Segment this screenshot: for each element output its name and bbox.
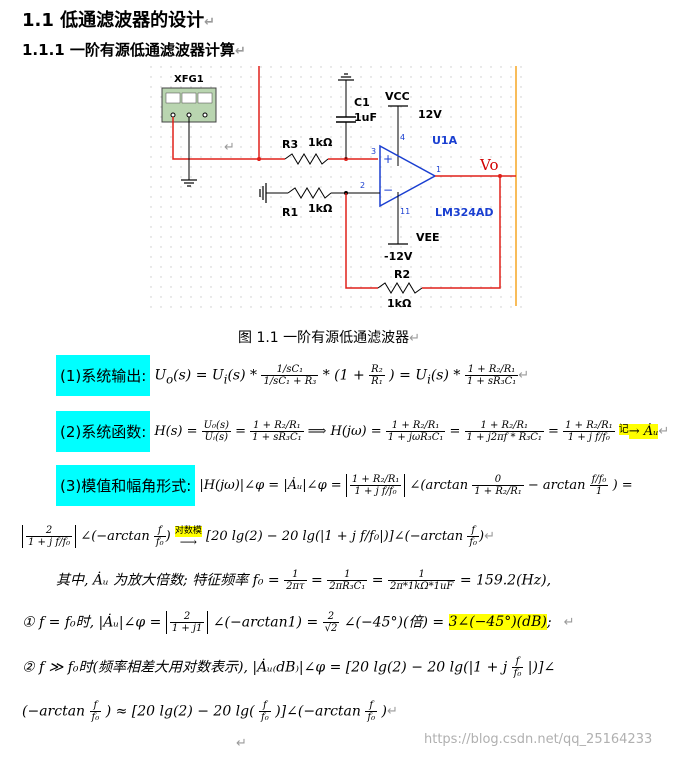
svg-text:Vo: Vo: [479, 156, 499, 174]
svg-text:12V: 12V: [418, 108, 442, 121]
heading-1: 1.1 低通滤波器的设计↵: [22, 10, 216, 31]
circuit-diagram: XFG1 R3 1kΩ C1 1uF VCC 12V 4 U1A + − 3 2…: [150, 66, 530, 316]
watermark: https://blog.csdn.net/qq_25164233: [424, 732, 653, 747]
label-magnitude-angle: (3)模值和幅角形式:: [56, 464, 196, 506]
equation-magnitude-angle: (3)模值和幅角形式: |H(jω)|∠φ = |Ȧᵤ|∠φ = 1 + R₂/…: [56, 462, 633, 508]
svg-text:1uF: 1uF: [354, 111, 377, 124]
svg-text:1kΩ: 1kΩ: [387, 297, 412, 310]
svg-text:VCC: VCC: [385, 90, 410, 103]
svg-text:+: +: [383, 152, 393, 166]
equation-case-2: ② f ≫ f₀时(频率相差大用对数表示), |Ȧᵤ₍dB₎|∠φ = [20 …: [22, 655, 556, 679]
svg-text:R2: R2: [394, 268, 410, 281]
svg-text:-12V: -12V: [384, 250, 413, 263]
svg-text:VEE: VEE: [416, 231, 440, 244]
svg-text:11: 11: [400, 207, 410, 216]
svg-text:1kΩ: 1kΩ: [308, 136, 333, 149]
label-system-function: (2)系统函数:: [56, 410, 151, 452]
heading-2: 1.1.1 一阶有源低通滤波器计算↵: [22, 41, 246, 59]
svg-text:1kΩ: 1kΩ: [308, 202, 333, 215]
svg-text:4: 4: [400, 133, 405, 142]
svg-text:R3: R3: [282, 138, 298, 151]
xfg-label: XFG1: [174, 74, 204, 85]
function-generator: XFG1: [161, 74, 217, 123]
label-system-output: (1)系统输出:: [56, 354, 151, 396]
svg-text:1: 1: [436, 165, 441, 174]
highlight-result: 3∠(−45°)(dB): [448, 614, 547, 630]
svg-text:2: 2: [360, 181, 365, 190]
svg-text:C1: C1: [354, 96, 370, 109]
svg-text:U1A: U1A: [432, 134, 458, 147]
svg-text:R1: R1: [282, 206, 298, 219]
return-mark-end: ↵: [236, 736, 247, 751]
svg-text:3: 3: [371, 147, 376, 156]
return-mark: ↵: [224, 140, 235, 155]
svg-text:−: −: [383, 183, 393, 197]
svg-text:LM324AD: LM324AD: [435, 206, 494, 219]
figure-caption: 图 1.1 一阶有源低通滤波器↵: [238, 330, 421, 346]
